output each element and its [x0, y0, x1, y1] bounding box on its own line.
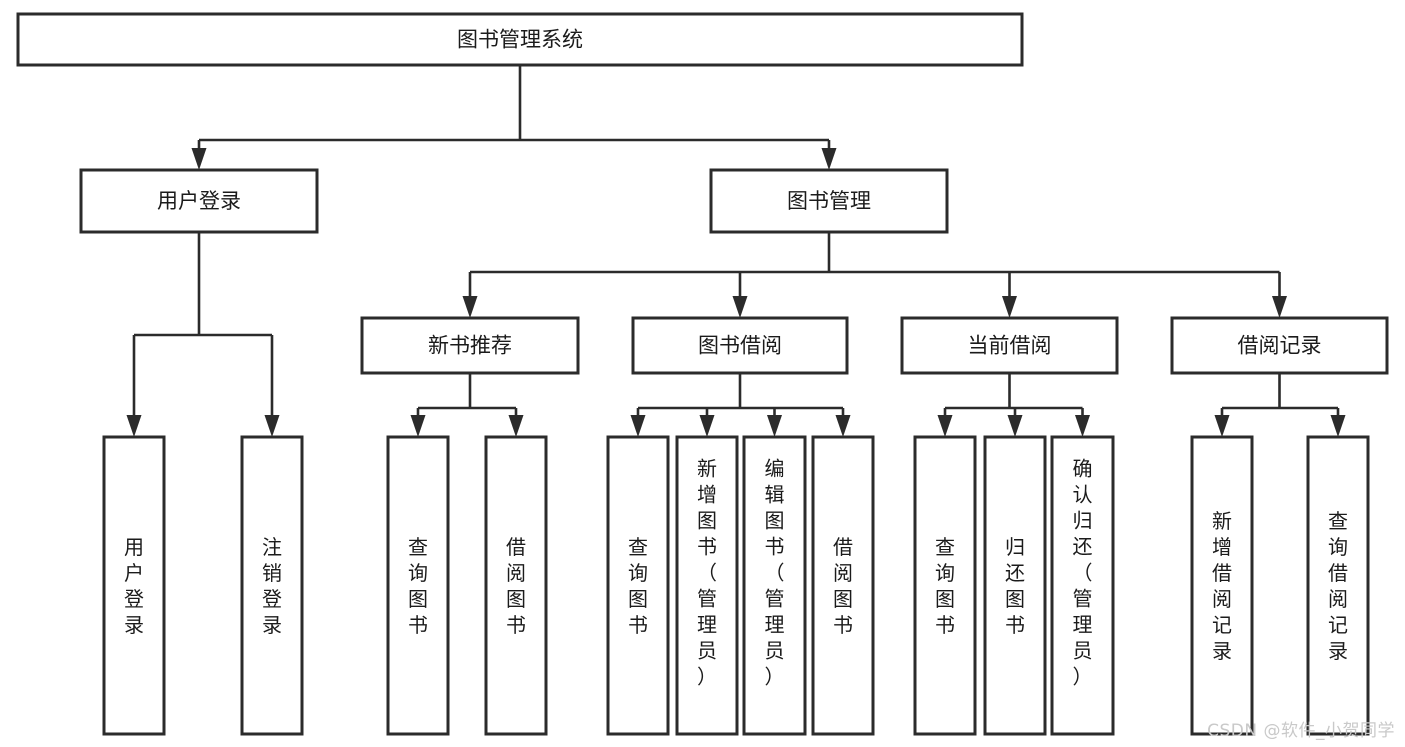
node-label: 用户登录: [157, 189, 241, 213]
node-leaf-add-book[interactable]: 新增图书（管理员）: [675, 435, 739, 736]
node-borrow-record[interactable]: 借阅记录: [1170, 316, 1389, 375]
node-leaf-confirm-return[interactable]: 确认归还（管理员）: [1050, 435, 1115, 736]
arrow-head-icon: [264, 415, 280, 437]
node-leaf-query-book-3[interactable]: 查询图书: [913, 435, 977, 736]
connector-layer: [126, 65, 1346, 437]
node-box: [360, 316, 580, 375]
node-box: [240, 435, 304, 736]
arrow-head-icon: [462, 296, 478, 318]
arrow-head-icon: [835, 415, 851, 437]
arrow-head-icon: [126, 415, 142, 437]
node-label: 新书推荐: [428, 334, 512, 358]
arrow-head-icon: [699, 415, 715, 437]
node-label: 新增借阅记录: [1212, 509, 1232, 663]
node-box: [1050, 435, 1115, 736]
arrow-head-icon: [767, 415, 782, 437]
node-label: 当前借阅: [968, 334, 1052, 358]
node-label: 图书借阅: [698, 334, 782, 358]
node-book-manage[interactable]: 图书管理: [709, 168, 949, 234]
node-leaf-borrow-book-1[interactable]: 借阅图书: [484, 435, 548, 736]
node-box: [811, 435, 875, 736]
arrow-head-icon: [1002, 296, 1017, 318]
node-label: 借阅图书: [833, 535, 853, 637]
node-leaf-user-login[interactable]: 用户登录: [102, 435, 166, 736]
node-box: [79, 168, 319, 234]
arrow-head-icon: [1007, 415, 1023, 437]
node-box: [102, 435, 166, 736]
node-label: 归还图书: [1005, 535, 1025, 637]
node-leaf-edit-book[interactable]: 编辑图书（管理员）: [742, 435, 807, 736]
node-layer: 图书管理系统用户登录图书管理新书推荐图书借阅当前借阅借阅记录用户登录注销登录查询…: [16, 12, 1389, 736]
arrow-head-icon: [630, 415, 646, 437]
arrow-head-icon: [508, 415, 524, 437]
node-box: [1306, 435, 1370, 736]
node-box: [675, 435, 739, 736]
node-leaf-return-book[interactable]: 归还图书: [983, 435, 1047, 736]
node-root[interactable]: 图书管理系统: [16, 12, 1024, 67]
node-box: [386, 435, 450, 736]
arrow-head-icon: [1214, 415, 1230, 437]
node-label: 查询图书: [935, 535, 955, 637]
node-box: [983, 435, 1047, 736]
node-leaf-borrow-book-2[interactable]: 借阅图书: [811, 435, 875, 736]
node-new-book-recommend[interactable]: 新书推荐: [360, 316, 580, 375]
node-box: [1170, 316, 1389, 375]
node-label: 确认归还（管理员）: [1073, 456, 1093, 688]
arrow-head-icon: [1330, 415, 1346, 437]
node-label: 编辑图书（管理员）: [765, 456, 785, 688]
node-current-borrow[interactable]: 当前借阅: [900, 316, 1119, 375]
node-leaf-query-record[interactable]: 查询借阅记录: [1306, 435, 1370, 736]
node-label: 新增图书（管理员）: [697, 456, 717, 688]
node-box: [900, 316, 1119, 375]
arrow-head-icon: [732, 296, 748, 318]
arrow-head-icon: [410, 415, 426, 437]
node-box: [1190, 435, 1254, 736]
node-label: 用户登录: [124, 535, 144, 637]
node-label: 查询图书: [628, 535, 648, 637]
arrow-head-icon: [191, 148, 207, 170]
node-box: [709, 168, 949, 234]
node-box: [913, 435, 977, 736]
node-book-borrow[interactable]: 图书借阅: [631, 316, 849, 375]
node-box: [606, 435, 670, 736]
node-label: 借阅记录: [1238, 334, 1322, 358]
node-box: [742, 435, 807, 736]
node-user-login[interactable]: 用户登录: [79, 168, 319, 234]
node-label: 查询借阅记录: [1328, 509, 1348, 663]
arrow-head-icon: [1272, 296, 1287, 318]
node-leaf-query-book-1[interactable]: 查询图书: [386, 435, 450, 736]
node-box: [16, 12, 1024, 67]
node-leaf-add-record[interactable]: 新增借阅记录: [1190, 435, 1254, 736]
node-label: 借阅图书: [506, 535, 526, 637]
arrow-head-icon: [937, 415, 953, 437]
arrow-head-icon: [1075, 415, 1090, 437]
node-box: [484, 435, 548, 736]
node-label: 注销登录: [262, 535, 282, 637]
node-label: 图书管理系统: [457, 28, 583, 52]
arrow-head-icon: [821, 148, 837, 170]
node-leaf-query-book-2[interactable]: 查询图书: [606, 435, 670, 736]
node-label: 查询图书: [408, 535, 428, 637]
node-label: 图书管理: [787, 189, 871, 213]
csdn-watermark: CSDN @软件_小贺同学: [1207, 721, 1395, 741]
node-leaf-logout-login[interactable]: 注销登录: [240, 435, 304, 736]
node-box: [631, 316, 849, 375]
